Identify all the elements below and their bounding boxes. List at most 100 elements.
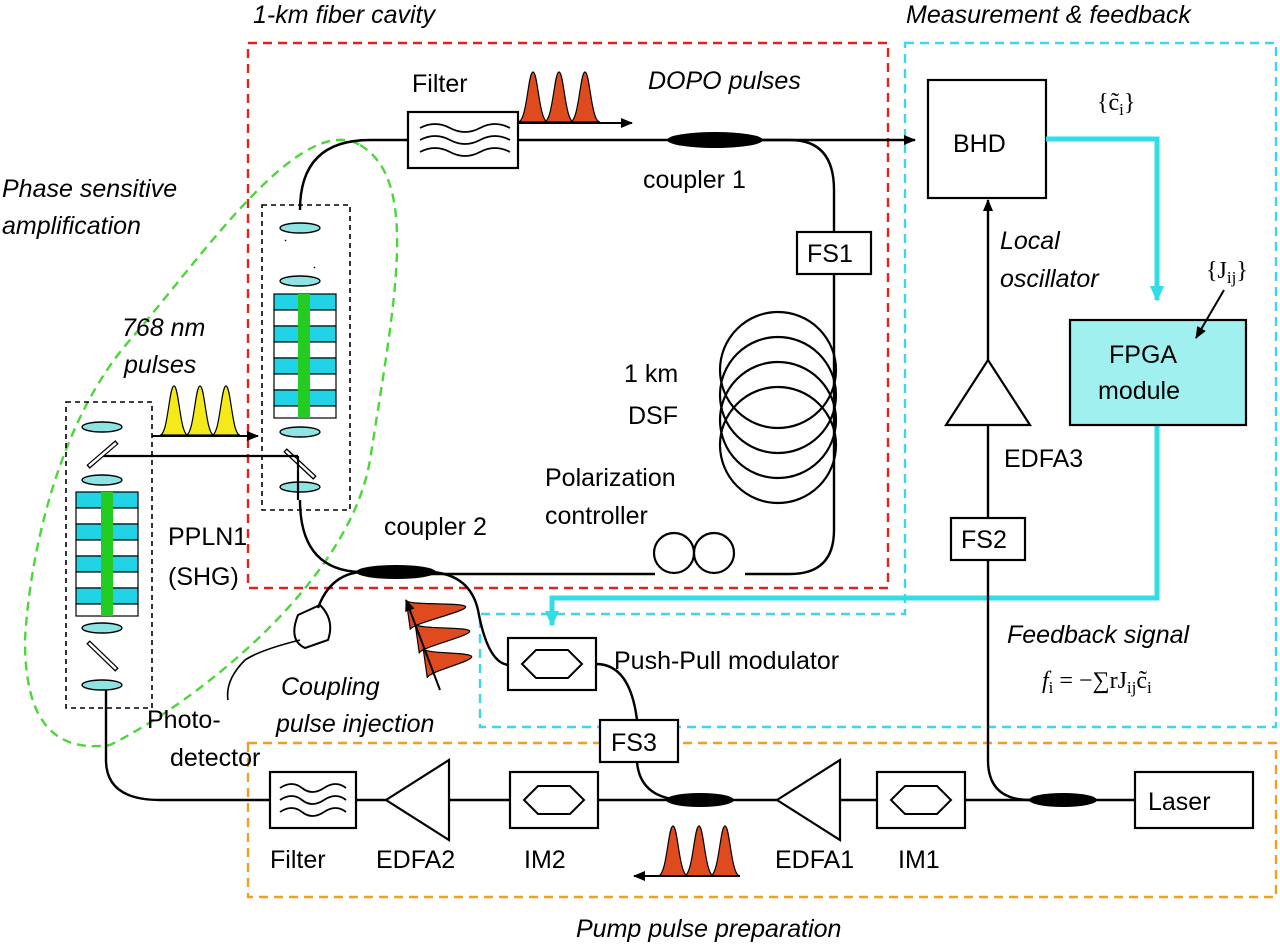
coupling-direction-arrow: [405, 599, 441, 691]
ppln1-lens-1: [81, 421, 123, 433]
ci-symbol: {c̃i}: [1097, 90, 1135, 119]
pump-pulse-2: [683, 825, 715, 877]
coupler-2-label: coupler 2: [384, 513, 487, 541]
ppln1-label-line2: (SHG): [168, 563, 239, 591]
fpga-to-modulator-feedback: [545, 425, 1160, 627]
psa-title-line2: amplification: [2, 212, 141, 240]
ppln2-lens-1: [279, 222, 321, 234]
jij-symbol: {Jij}: [1206, 258, 1248, 287]
coupler-1-label: coupler 1: [643, 166, 746, 194]
measurement-region: [478, 41, 1278, 729]
edfa1-label: EDFA1: [775, 846, 854, 874]
fs1-box: [795, 230, 873, 276]
ppln1-mirror-bottom-fill: [88, 642, 117, 670]
filter-bottom-icon: [279, 783, 347, 817]
coupler-1: [667, 132, 763, 148]
fs3-box: [598, 718, 680, 764]
fs3-to-pump-coupler-fiber: [635, 761, 681, 802]
pump-to-ppln1-fiber: [104, 690, 270, 802]
ppln2-lens-2: [279, 275, 321, 287]
filter-top-label: Filter: [412, 70, 468, 98]
coupler2-to-modulator-fiber: [431, 570, 511, 667]
ppln1-mirror-top-fill: [88, 442, 117, 467]
ppln1-lens-2: [81, 474, 123, 486]
pol-ctrl-loop-1: [652, 531, 696, 575]
ppln1-label-line1: PPLN1: [168, 523, 247, 551]
im1-label: IM1: [898, 846, 940, 874]
pump-768-pulse-3: [211, 385, 241, 436]
filter-bottom-label: Filter: [270, 846, 326, 874]
photodetector-lead: [226, 639, 301, 701]
bhd-label: BHD: [953, 130, 1006, 158]
pump-768-label-line1: 768 nm: [122, 314, 205, 342]
coupling-pulse-2: [414, 623, 471, 655]
dsf-coil-3: [718, 360, 838, 480]
ppln2-crystal: [273, 293, 337, 419]
edfa1-amplifier: [774, 757, 842, 843]
coupling-label-line1: Coupling: [281, 673, 380, 701]
pump-preparation-region: [246, 741, 1278, 899]
dsf-label-line1: 1 km: [624, 360, 678, 388]
photodetector-label-line2: detector: [170, 744, 260, 772]
dopo-pulse-3: [569, 71, 601, 123]
edfa3-amplifier: [943, 357, 1033, 427]
push-pull-modulator-icon: [520, 649, 584, 679]
dsf-coil-2: [718, 335, 838, 455]
bhd-box: [926, 78, 1048, 200]
feedback-formula: fi = −∑rJijc̃i: [1042, 668, 1152, 697]
photodetector-fiber: [316, 570, 361, 609]
pump-pulse-3: [709, 825, 741, 877]
fiber-cavity-region: [246, 41, 890, 590]
im1-icon: [889, 785, 953, 815]
pump-768-pulse-2: [185, 385, 215, 436]
push-pull-label: Push-Pull modulator: [614, 647, 839, 675]
filter-bottom-box: [268, 770, 358, 830]
filter-top-box: [406, 110, 520, 170]
im2-label: IM2: [524, 846, 566, 874]
cavity-fiber-left: [298, 499, 361, 574]
feedback-signal-label: Feedback signal: [1007, 621, 1191, 649]
pump-pulse-1: [657, 825, 689, 877]
fs3-label: FS3: [611, 729, 657, 757]
dsf-label-line2: DSF: [628, 402, 678, 430]
measurement-title: Measurement & feedback: [906, 1, 1192, 29]
fpga-label-line1: FPGA: [1109, 341, 1177, 369]
fpga-label-line2: module: [1098, 377, 1180, 405]
cavity-fiber-right: [760, 138, 836, 232]
pol-ctrl-label-line1: Polarization: [545, 464, 676, 492]
photodetector-body: [293, 603, 332, 650]
coupling-label-line2: pulse injection: [275, 710, 434, 738]
ppln1-enclosure: [65, 401, 153, 709]
ppln1-crystal: [75, 491, 139, 617]
psa-region: [23, 138, 399, 748]
ppln2-enclosure: [261, 204, 351, 511]
psa-title-line1: Phase sensitive: [2, 175, 177, 203]
fpga-module-box: [1068, 318, 1248, 427]
pol-ctrl-loop-2: [692, 531, 736, 575]
dopo-pulse-1: [517, 71, 549, 123]
pump-768-label-line2: pulses: [123, 351, 196, 379]
im2-icon: [522, 785, 586, 815]
fiber-cavity-title: 1-km fiber cavity: [253, 1, 436, 29]
dsf-coil-1: [718, 310, 838, 430]
local-osc-label-line1: Local: [1000, 227, 1061, 255]
dopo-pulse-2: [543, 71, 575, 123]
local-osc-label-line2: oscillator: [1000, 265, 1100, 293]
edfa2-label: EDFA2: [376, 846, 455, 874]
cavity-fiber-top-left: [298, 138, 408, 211]
photodetector-label-line1: Photo-: [147, 706, 221, 734]
cavity-fiber-right-lower: [745, 274, 836, 576]
coupler-2: [356, 565, 436, 579]
pump-768-pulse-1: [159, 385, 189, 436]
ppln2-mirror-top-fill: [285, 240, 315, 268]
edfa2-amplifier: [383, 757, 451, 843]
ppln2-lens-3: [279, 426, 321, 438]
coupling-pulse-3: [422, 647, 473, 679]
fs1-label: FS1: [807, 240, 853, 268]
dsf-coil-4: [718, 385, 838, 505]
laser-coupler: [1029, 793, 1097, 807]
fs2-box: [949, 516, 1027, 562]
pump-coupler: [666, 793, 734, 807]
modulator-to-fs3-fiber: [595, 662, 639, 721]
